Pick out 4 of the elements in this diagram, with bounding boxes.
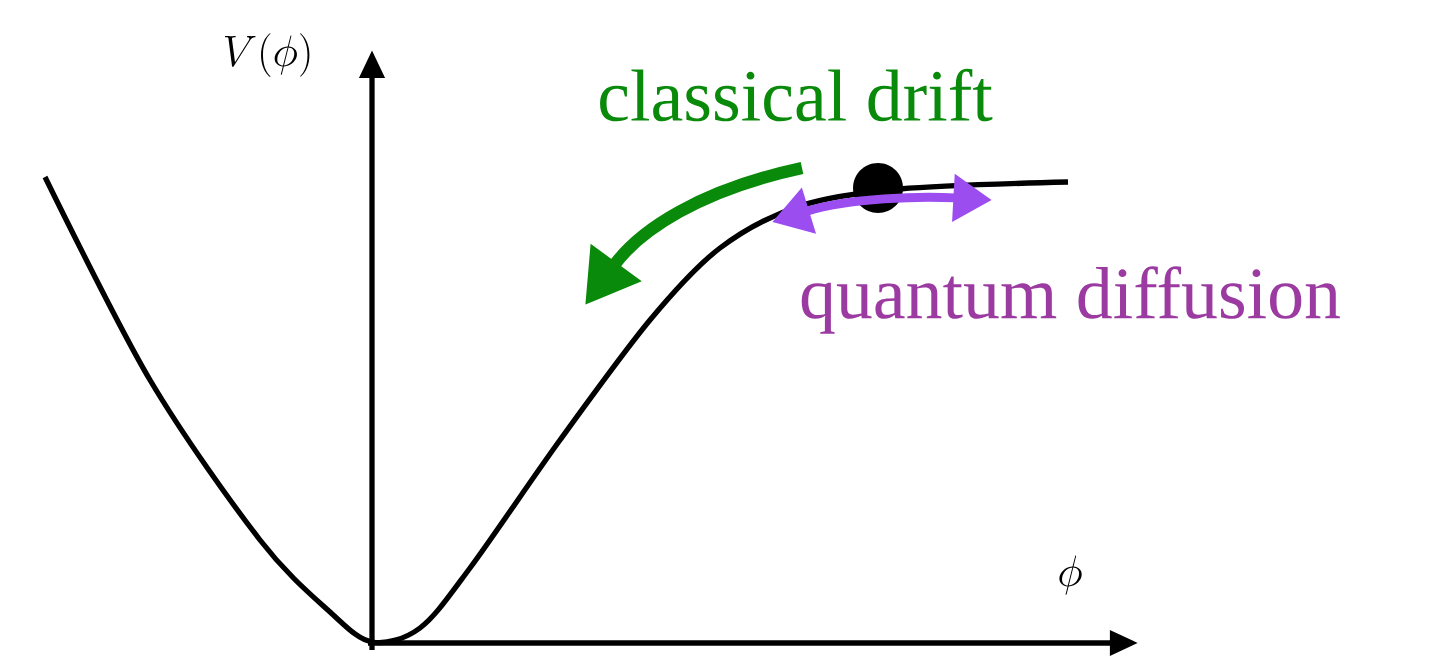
annotation-text: quantum diffusion <box>801 266 1340 334</box>
axis-label: $\phi$ <box>1059 555 1082 595</box>
annotation-text: classical drift <box>600 68 993 122</box>
axis-label: $V(\phi)$ <box>225 33 310 77</box>
